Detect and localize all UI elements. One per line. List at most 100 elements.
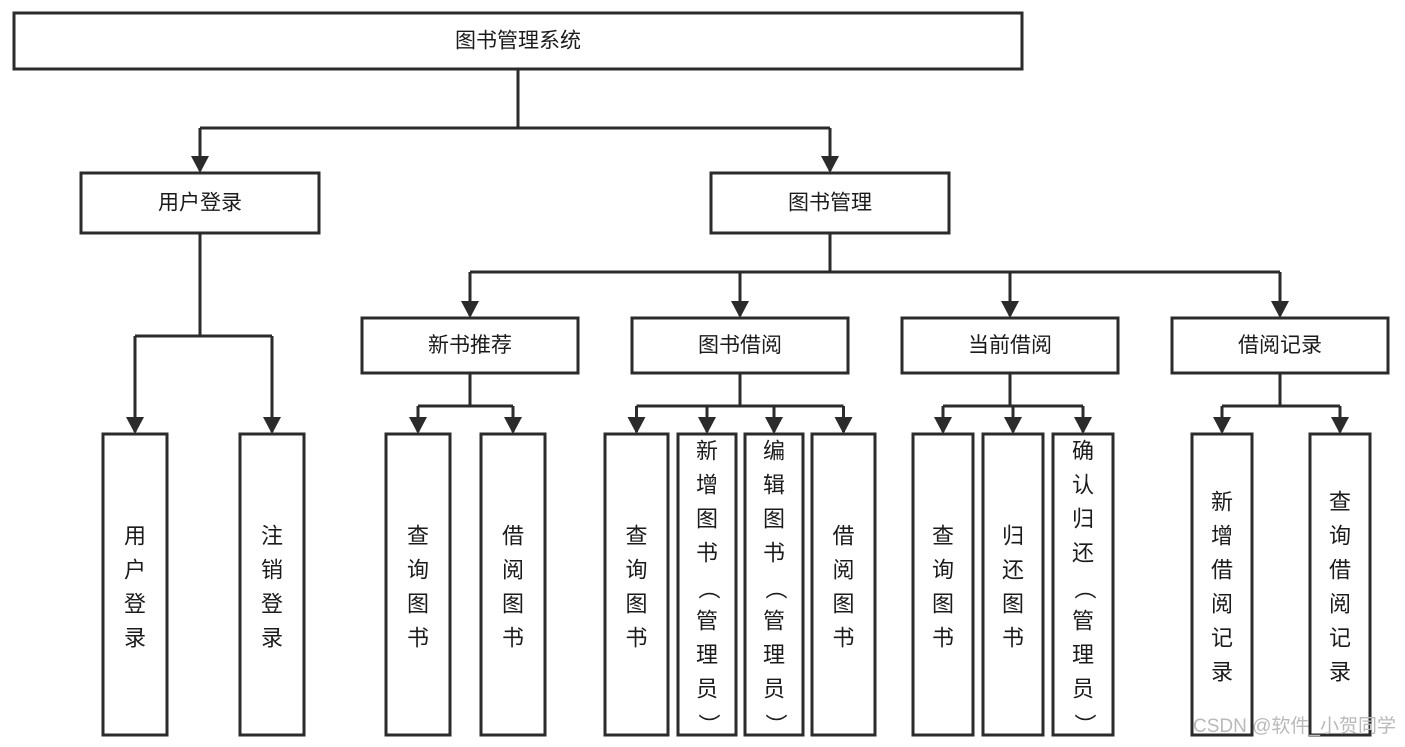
svg-text:询: 询 (1329, 523, 1351, 548)
svg-text:户: 户 (124, 557, 146, 582)
level3-node-book-borrow-box[interactable] (630, 316, 850, 375)
leaf-node-leaf-query-book-current-box[interactable] (911, 432, 975, 737)
svg-text:登: 登 (124, 591, 146, 616)
svg-text:管: 管 (763, 608, 785, 633)
leaf-node-leaf-add-book-admin-box[interactable] (676, 432, 738, 737)
root-node-book-management-system[interactable]: 图书管理系统 (12, 11, 1024, 71)
leaf-node-leaf-confirm-return-admin-box[interactable] (1051, 432, 1115, 737)
leaf-node-leaf-query-borrow-record-box[interactable] (1308, 432, 1372, 737)
svg-text:还: 还 (1072, 540, 1094, 565)
level3-node-new-book-recommend[interactable]: 新书推荐 (360, 316, 580, 375)
level2-node-book-management-box[interactable] (709, 171, 951, 235)
level3-node-new-book-recommend-box[interactable] (360, 316, 580, 375)
svg-text:图: 图 (832, 591, 854, 616)
svg-text:借: 借 (832, 523, 854, 548)
leaf-node-leaf-user-login[interactable]: 用户登录 (101, 432, 169, 737)
arrow-head-icon (1001, 301, 1019, 318)
svg-text:借: 借 (502, 523, 524, 548)
arrow-head-icon (126, 417, 144, 434)
svg-text:归: 归 (1002, 523, 1024, 548)
svg-text:书: 书 (763, 540, 785, 565)
csdn-watermark: CSDN @软件_小贺同学 (1193, 715, 1396, 737)
svg-text:图: 图 (625, 591, 647, 616)
svg-text:查: 查 (407, 523, 429, 548)
svg-text:阅: 阅 (1211, 591, 1233, 616)
svg-text:书: 书 (625, 625, 647, 650)
leaf-node-leaf-user-login-box[interactable] (101, 432, 169, 737)
leaf-node-leaf-return-book-box[interactable] (981, 432, 1045, 737)
arrow-head-icon (263, 417, 281, 434)
svg-text:）: ） (763, 713, 788, 735)
level3-node-current-borrow-label: 当前借阅 (968, 334, 1052, 357)
svg-text:归: 归 (1072, 506, 1094, 531)
arrow-head-icon (1331, 417, 1349, 434)
svg-text:确: 确 (1072, 438, 1094, 463)
level3-node-borrow-record-box[interactable] (1170, 316, 1390, 375)
svg-text:书: 书 (1002, 625, 1024, 650)
arrow-head-icon (409, 417, 427, 434)
level3-node-book-borrow[interactable]: 图书借阅 (630, 316, 850, 375)
svg-text:图: 图 (1002, 591, 1024, 616)
level3-node-new-book-recommend-label: 新书推荐 (428, 334, 512, 357)
level2-node-book-management[interactable]: 图书管理 (709, 171, 951, 235)
svg-text:录: 录 (1211, 659, 1233, 684)
svg-text:查: 查 (1329, 489, 1351, 514)
leaf-node-leaf-user-login-label: 用户登录 (124, 523, 146, 650)
level3-node-current-borrow[interactable]: 当前借阅 (900, 316, 1120, 375)
arrow-head-icon (821, 156, 839, 173)
arrow-head-icon (1074, 417, 1092, 434)
svg-text:员: 员 (1072, 676, 1094, 701)
level2-node-book-management-label: 图书管理 (788, 192, 872, 215)
svg-text:记: 记 (1211, 625, 1233, 650)
level3-node-current-borrow-box[interactable] (900, 316, 1120, 375)
svg-text:阅: 阅 (1329, 591, 1351, 616)
leaf-node-leaf-query-book-rec-box[interactable] (384, 432, 452, 737)
svg-text:员: 员 (696, 676, 718, 701)
leaf-node-leaf-borrow-book-box[interactable] (810, 432, 877, 737)
svg-text:书: 书 (696, 540, 718, 565)
root-node-book-management-system-box[interactable] (12, 11, 1024, 71)
svg-text:书: 书 (932, 625, 954, 650)
svg-text:书: 书 (832, 625, 854, 650)
arrow-head-icon (1004, 417, 1022, 434)
leaf-node-leaf-query-book-borrow-box[interactable] (603, 432, 670, 737)
level3-node-borrow-record-label: 借阅记录 (1238, 334, 1322, 357)
svg-text:编: 编 (763, 438, 785, 463)
svg-text:还: 还 (1002, 557, 1024, 582)
level2-node-user-login-box[interactable] (79, 171, 321, 235)
svg-text:查: 查 (932, 523, 954, 548)
level2-node-user-login[interactable]: 用户登录 (79, 171, 321, 235)
level3-node-borrow-record[interactable]: 借阅记录 (1170, 316, 1390, 375)
leaf-node-leaf-borrow-book-rec-box[interactable] (479, 432, 547, 737)
leaf-node-leaf-edit-book-admin-box[interactable] (743, 432, 805, 737)
svg-text:）: ） (696, 713, 721, 735)
leaf-node-leaf-add-borrow-record-box[interactable] (1190, 432, 1254, 737)
leaf-node-leaf-logout-box[interactable] (238, 432, 306, 737)
svg-text:理: 理 (1072, 642, 1094, 667)
svg-text:员: 员 (763, 676, 785, 701)
svg-text:借: 借 (1329, 557, 1351, 582)
svg-text:图: 图 (407, 591, 429, 616)
svg-text:用: 用 (124, 523, 146, 548)
